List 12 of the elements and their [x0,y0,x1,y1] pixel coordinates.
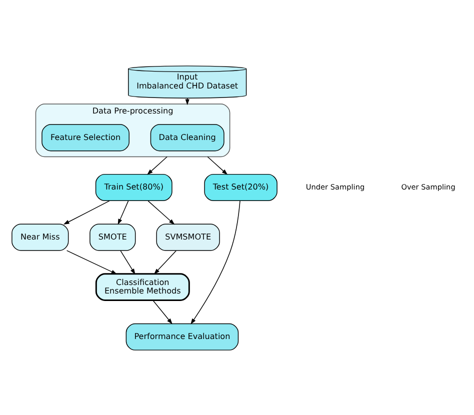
arrow [206,156,228,174]
arrow [152,300,172,324]
arrow [120,250,135,274]
arrow [117,200,128,224]
arrow [66,250,117,274]
arrow [146,156,167,174]
arrow [147,200,174,224]
arrow [62,200,110,224]
arrow [190,200,240,324]
arrow [153,250,176,274]
label: Under Sampling [305,182,364,191]
label: Over Sampling [400,182,455,191]
